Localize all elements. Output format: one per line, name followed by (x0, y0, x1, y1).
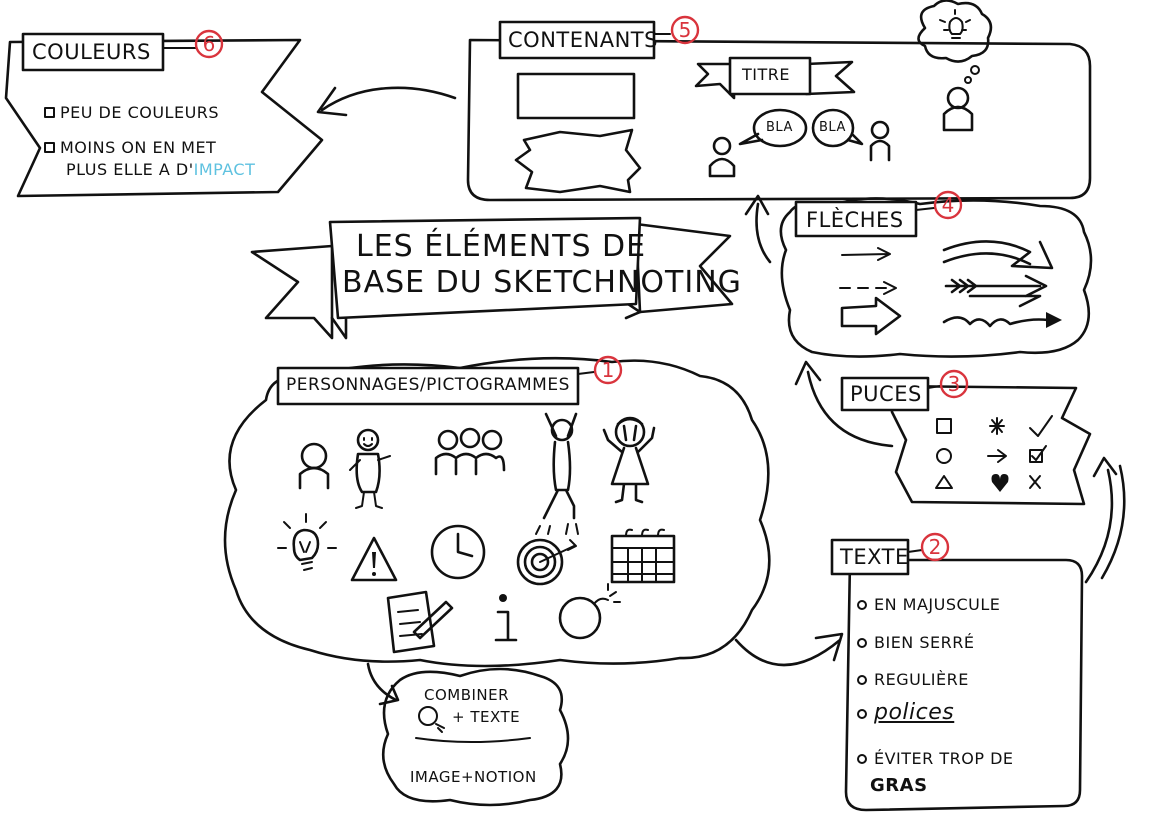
texte-section (830, 532, 1084, 812)
combiner-section (381, 667, 570, 807)
puces-label: PUCES (850, 382, 922, 406)
arrow-fleches-to-contenants (744, 194, 772, 264)
contenants-bubble-1: BLA (766, 120, 793, 135)
texte-item-5: ÉVITER TROP DE (874, 749, 1014, 768)
personnages-label: PERSONNAGES/PICTOGRAMMES (286, 375, 570, 395)
texte-item-1: EN MAJUSCULE (874, 595, 1001, 614)
main-title-line2: BASE DU SKETCHNOTING (342, 265, 742, 300)
fleches-section (779, 190, 1093, 358)
contenants-banner-titre: TITRE (742, 65, 790, 84)
personnages-section (223, 355, 771, 668)
combiner-line3: IMAGE+NOTION (410, 768, 537, 786)
texte-item-4: polices (874, 700, 955, 725)
contenants-label: CONTENANTS (508, 28, 658, 52)
texte-item-2: BIEN SERRÉ (874, 633, 975, 652)
texte-label: TEXTE (840, 545, 909, 569)
arrow-to-combiner (366, 662, 400, 706)
texte-item-3: REGULIÈRE (874, 670, 969, 689)
main-title-banner (250, 216, 734, 340)
texte-number: 2 (928, 535, 942, 559)
fleches-label: FLÈCHES (806, 208, 904, 232)
arrow-personnages-to-texte (734, 632, 844, 667)
puces-number: 3 (947, 372, 961, 396)
texte-gras: GRAS (870, 775, 928, 796)
couleurs-impact: IMPACT (193, 160, 256, 179)
couleurs-item-3-text: PLUS ELLE A D' (66, 160, 194, 179)
contenants-section (466, 0, 1092, 202)
combiner-plus-texte: + TEXTE (452, 708, 521, 726)
personnages-number: 1 (601, 358, 615, 382)
main-title-line1: LES ÉLÉMENTS DE (356, 229, 647, 264)
arrow-to-couleurs (316, 86, 457, 117)
arrow-texte-to-puces (1084, 456, 1126, 584)
couleurs-item-1: PEU DE COULEURS (60, 103, 220, 122)
contenants-bubble-2: BLA (819, 120, 846, 135)
contenants-number: 5 (678, 18, 692, 42)
puces-section (840, 369, 1092, 506)
combiner-line1: COMBINER (424, 686, 510, 704)
arrow-puces-to-fleches (794, 360, 894, 448)
fleches-number: 4 (941, 193, 955, 217)
couleurs-label: COULEURS (32, 40, 151, 64)
couleurs-item-2: MOINS ON EN MET (60, 138, 217, 157)
couleurs-section (4, 29, 324, 198)
couleurs-number: 6 (202, 32, 216, 56)
couleurs-item-3: PLUS ELLE A D'IMPACT (66, 162, 255, 178)
